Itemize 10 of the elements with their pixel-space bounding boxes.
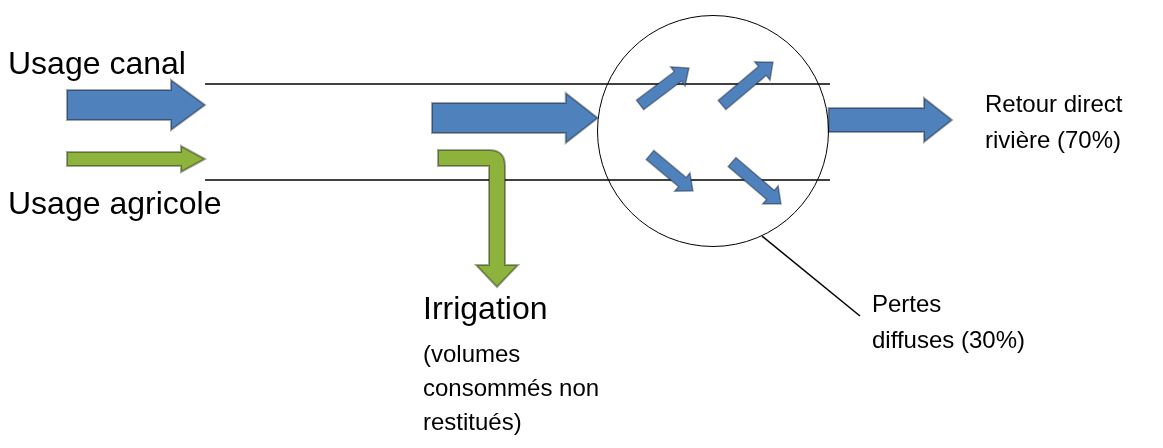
block-arrow bbox=[827, 95, 954, 145]
block-arrow bbox=[437, 149, 519, 288]
node-heading: Irrigation bbox=[422, 289, 549, 328]
node-label: Usage canal bbox=[8, 44, 187, 82]
leader-line bbox=[761, 235, 861, 317]
node-label: Retour direct rivière (70%) bbox=[985, 89, 1124, 155]
node-description: (volumes consommés non restitués) bbox=[422, 339, 601, 437]
block-arrow bbox=[431, 90, 600, 146]
node-label: Usage agricole bbox=[8, 184, 223, 222]
node-label: Pertes diffuses (30%) bbox=[872, 289, 1026, 355]
